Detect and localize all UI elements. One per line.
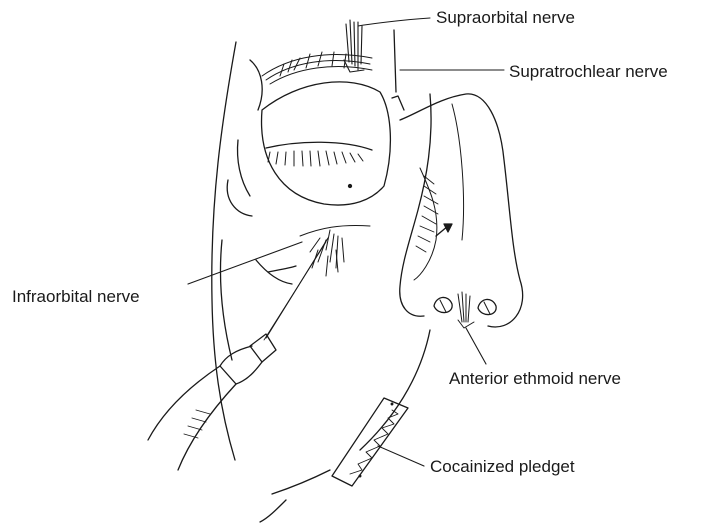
syringe	[148, 238, 328, 470]
leader-lines	[188, 18, 504, 466]
anterior-ethmoid-nerve	[458, 292, 474, 328]
label-anterior-ethmoid-nerve: Anterior ethmoid nerve	[449, 370, 621, 387]
label-supraorbital-nerve: Supraorbital nerve	[436, 9, 575, 26]
closed-eye	[262, 82, 391, 205]
label-infraorbital-nerve: Infraorbital nerve	[12, 288, 140, 305]
leader-infraorbital	[188, 242, 302, 284]
jaw-outline	[260, 330, 430, 522]
leader-ethmoid	[466, 328, 486, 364]
leader-supraorbital	[358, 18, 430, 26]
nose	[400, 94, 523, 327]
supraorbital-nerve	[344, 20, 364, 72]
label-cocainized-pledget: Cocainized pledget	[430, 458, 575, 475]
infraorbital-region	[300, 225, 370, 276]
eyebrow	[262, 52, 372, 84]
cocainized-pledget	[332, 398, 408, 486]
leader-pledget	[378, 446, 424, 466]
label-supratrochlear-nerve: Supratrochlear nerve	[509, 63, 668, 80]
